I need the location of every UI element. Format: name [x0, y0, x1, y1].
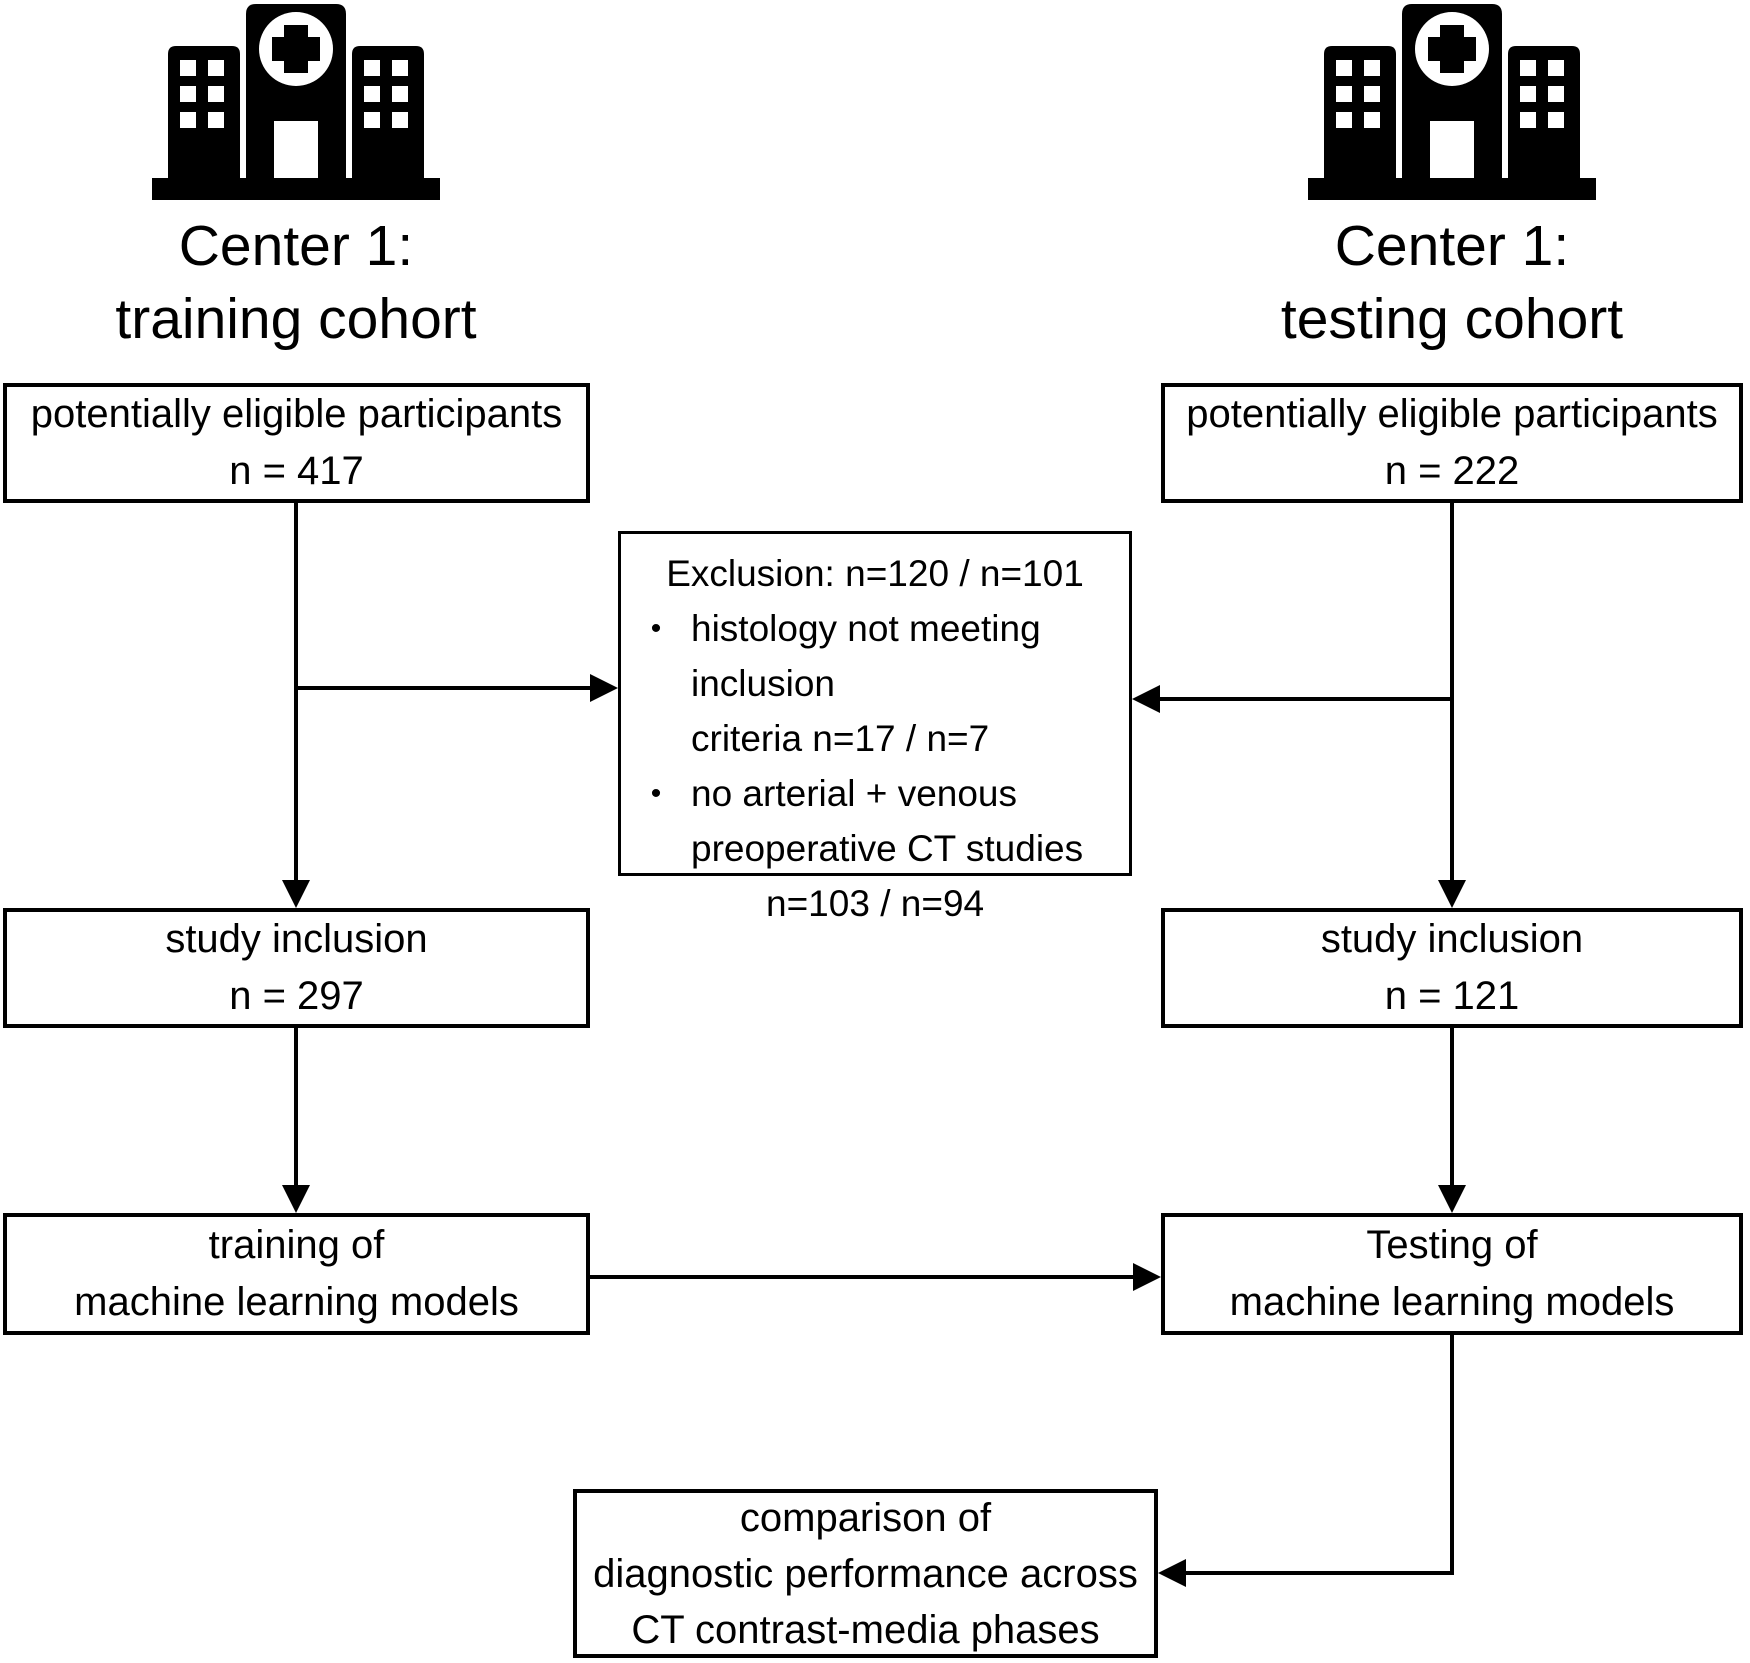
testing-models-box: Testing of machine learning models [1161, 1213, 1743, 1335]
node-text-line: n = 417 [229, 449, 364, 493]
node-text-line: machine learning models [74, 1280, 519, 1324]
arrowhead-right-into-exclusion [590, 674, 618, 702]
arrowhead-right-into-testing [1133, 1263, 1161, 1291]
node-text-line: potentially eligible participants [1186, 392, 1718, 436]
exclusion-item-text: no arterial + venous [691, 773, 1018, 814]
node-text-line: study inclusion [165, 917, 428, 961]
exclusion-item-text: criteria n=17 / n=7 [691, 718, 990, 759]
node-text-line: machine learning models [1229, 1280, 1675, 1324]
exclusion-item-text: preoperative CT studies [691, 828, 1084, 869]
node-text-line: n = 121 [1384, 974, 1520, 1018]
exclusion-item-text: n=103 / n=94 [766, 883, 985, 924]
node-text-line: comparison of [739, 1495, 992, 1540]
node-text-line: potentially eligible participants [30, 392, 563, 436]
node-text-line: training of [208, 1223, 385, 1267]
header-line: Center 1: [1334, 214, 1570, 278]
exclusion-item: • histology not meeting inclusion [621, 601, 1129, 711]
training-models-box: training of machine learning models [3, 1213, 590, 1335]
hospital-icon [152, 2, 440, 200]
arrowhead-down-testing [1438, 1185, 1466, 1213]
eligible-box-testing: potentially eligible participants n = 22… [1161, 383, 1743, 503]
comparison-box: comparison of diagnostic performance acr… [573, 1489, 1158, 1658]
connector-testing-to-comparison [1186, 1335, 1454, 1575]
arrowhead-left-into-exclusion [1132, 685, 1160, 713]
eligible-box-training: potentially eligible participants n = 41… [3, 383, 590, 503]
node-text-line: study inclusion [1320, 917, 1584, 961]
arrowhead-down-training [282, 1185, 310, 1213]
header-line: training cohort [115, 287, 477, 351]
inclusion-box-training: study inclusion n = 297 [3, 908, 590, 1028]
exclusion-box: Exclusion: n=120 / n=101 • histology not… [618, 531, 1132, 924]
header-line: Center 1: [178, 214, 414, 278]
node-text-line: n = 297 [229, 974, 364, 1018]
exclusion-title: Exclusion: n=120 / n=101 [666, 553, 1084, 594]
header-testing-cohort: Center 1: testing cohort [1156, 210, 1748, 356]
bullet-icon: • [650, 777, 662, 810]
arrowhead-left-into-comparison [1158, 1559, 1186, 1587]
bullet-icon: • [650, 612, 662, 645]
inclusion-box-testing: study inclusion n = 121 [1161, 908, 1743, 1028]
exclusion-item: • no arterial + venous [621, 766, 1129, 821]
header-training-cohort: Center 1: training cohort [0, 210, 592, 356]
exclusion-item-text: histology not meeting inclusion [691, 608, 1041, 704]
arrowhead-down-left-inclusion [282, 880, 310, 908]
hospital-icon [1308, 2, 1596, 200]
node-text-line: diagnostic performance across [593, 1551, 1138, 1596]
arrowhead-down-right-inclusion [1438, 880, 1466, 908]
node-text-line: Testing of [1366, 1223, 1538, 1267]
header-line: testing cohort [1280, 287, 1624, 351]
node-text-line: n = 222 [1384, 449, 1520, 493]
node-text-line: CT contrast-media phases [631, 1607, 1100, 1652]
